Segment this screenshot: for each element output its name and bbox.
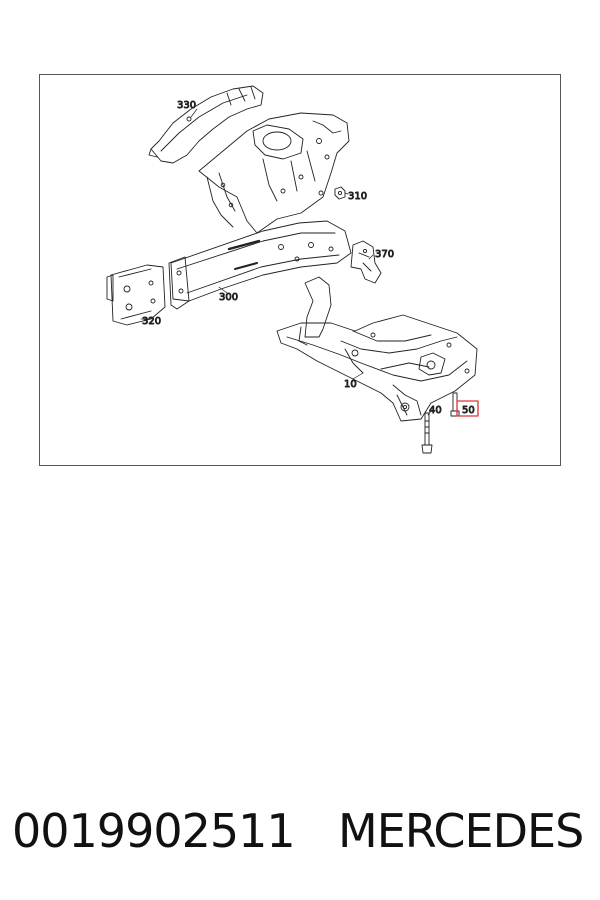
parts-diagram: 330 310 370 300 320 10 50 40 xyxy=(106,85,479,454)
brand-name: MERCEDES xyxy=(338,804,584,858)
callout-300[interactable]: 300 xyxy=(219,292,239,304)
callout-370[interactable]: 370 xyxy=(375,249,395,261)
callout-10[interactable]: 10 xyxy=(344,379,358,391)
part-300-longitudinal-member[interactable] xyxy=(168,112,352,310)
leader-lines xyxy=(140,108,432,416)
callout-320[interactable]: 320 xyxy=(142,316,162,328)
part-320-mounting-plate[interactable] xyxy=(106,264,166,326)
footer-caption: 0019902511 MERCEDES xyxy=(0,796,600,866)
callout-310[interactable]: 310 xyxy=(348,191,368,203)
part-10-axle-carrier[interactable] xyxy=(276,276,478,422)
part-40-bolt[interactable] xyxy=(421,412,433,454)
part-50-bolt[interactable] xyxy=(450,392,460,417)
diagram-frame: 330 310 370 300 320 10 50 40 xyxy=(39,74,561,466)
part-310-nut[interactable] xyxy=(334,186,346,200)
callout-50[interactable]: 50 xyxy=(462,405,476,417)
highlight-box-50 xyxy=(456,400,479,417)
part-370-bracket[interactable] xyxy=(350,240,382,284)
part-330-wheel-arch[interactable] xyxy=(148,85,264,164)
callout-330[interactable]: 330 xyxy=(177,100,197,112)
callout-40[interactable]: 40 xyxy=(429,405,443,417)
part-number: 0019902511 xyxy=(12,804,296,858)
